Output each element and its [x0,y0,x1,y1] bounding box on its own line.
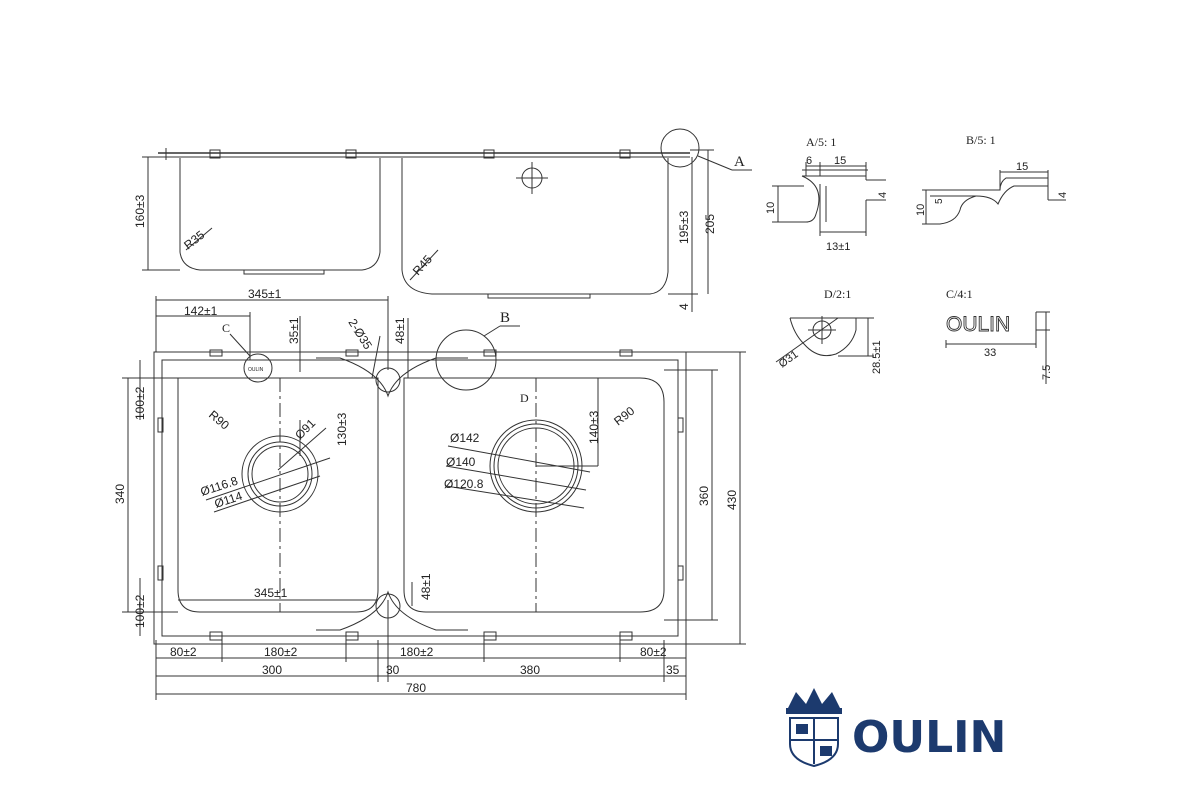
dim-180-right: 180±2 [400,645,434,659]
dim-130: 130±3 [335,412,349,446]
dim-180-left: 180±2 [264,645,298,659]
dim-48-top: 48±1 [393,317,407,344]
dim-195: 195±3 [677,210,691,244]
brand-word: OULIN [852,712,1006,763]
callout-a: A [734,154,745,170]
side-view-labels: 160±3 195±3 205 4 R35 R45 A [133,154,745,310]
detail-b-dim-10: 10 [915,204,927,216]
detail-a-dim-4: 4 [877,192,889,198]
dim-140: 140±3 [587,410,601,444]
detail-a-dim-6: 6 [806,155,812,167]
callout-c: C [222,321,230,335]
radius-r45: R45 [410,252,435,278]
dim-80-left: 80±2 [170,645,197,659]
callout-b: B [500,310,510,326]
dim-35-top: 35±1 [287,317,301,344]
radius-r90-left: R90 [206,408,232,433]
dia-120-8: Ø120.8 [444,477,484,491]
detail-a: A/5: 1 6 15 10 4 13±1 [765,135,889,253]
dim-345-top: 345±1 [248,287,282,301]
detail-b-dim-4: 4 [1057,192,1069,198]
logo-mark-small: OULIN [248,367,264,373]
detail-a-title: A/5: 1 [806,135,836,149]
dia-142: Ø142 [450,431,480,445]
crown-shield-icon [786,688,842,768]
top-view [122,296,746,700]
detail-c: C/4:1 OULIN 33 7.5 [945,287,1053,384]
dim-2-35: 2-Ø35 [345,316,375,352]
dim-300: 300 [262,663,282,677]
dim-4-side: 4 [677,303,691,310]
detail-d-dim-28: 28.5±1 [871,340,883,374]
dim-205: 205 [703,214,717,234]
detail-a-dim-15: 15 [834,155,846,167]
detail-c-title: C/4:1 [946,287,973,301]
radius-r35: R35 [181,228,207,253]
dim-35-bottom: 35 [666,663,680,677]
detail-c-dim-7-5: 7.5 [1041,365,1053,380]
dim-380: 380 [520,663,540,677]
detail-c-logo-word: OULIN [946,313,1010,336]
dim-100-top: 100±2 [133,386,147,420]
detail-c-dim-33: 33 [984,347,996,359]
side-view [142,128,752,312]
dim-780: 780 [406,681,426,695]
detail-b: B/5: 1 15 10 5 4 [915,133,1069,225]
detail-a-dim-10: 10 [765,202,777,214]
dia-140: Ø140 [446,455,476,469]
dim-30: 30 [386,663,400,677]
dim-430: 430 [725,490,739,510]
dim-142: 142±1 [184,304,218,318]
top-view-labels: 345±1 142±1 35±1 2-Ø35 48±1 345±1 48±1 1… [113,287,739,695]
dim-80-right: 80±2 [640,645,667,659]
detail-d-dim-31: Ø31 [777,348,801,370]
dim-360: 360 [697,486,711,506]
dim-100-bottom: 100±2 [133,594,147,628]
brand-logo: OULIN [786,688,1006,768]
dim-345-bottom: 345±1 [254,586,288,600]
radius-r90-right: R90 [611,404,637,429]
dim-48-bottom: 48±1 [419,573,433,600]
dim-160: 160±3 [133,194,147,228]
detail-b-dim-5: 5 [934,198,945,204]
detail-d-title: D/2:1 [824,287,851,301]
dim-340: 340 [113,484,127,504]
label-d: D [520,391,529,405]
detail-a-dim-13: 13±1 [826,241,850,253]
detail-d: D/2:1 Ø31 28.5±1 [775,287,883,374]
detail-b-dim-15: 15 [1016,161,1028,173]
detail-b-title: B/5: 1 [966,133,996,147]
